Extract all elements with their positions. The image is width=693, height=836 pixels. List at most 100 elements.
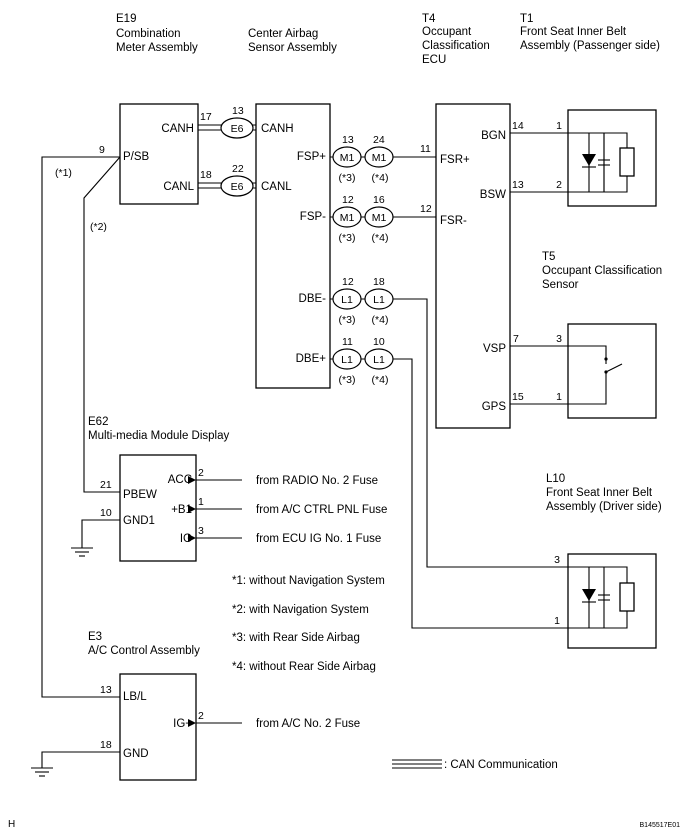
e3-box (119, 673, 197, 781)
connector-m1-fsp-minus-a-label: M1 (340, 212, 355, 224)
connector-m1-fsp-plus-b (364, 146, 394, 168)
e19-pin-psb: P/SB (123, 151, 150, 163)
t5-name-line1: Occupant Classification (542, 265, 662, 277)
connector-e6-canh-label: E6 (231, 123, 244, 135)
pin-m1-fsp-plus-a: 13 (342, 134, 354, 146)
connector-l1-dbe-plus-b-label: L1 (373, 354, 385, 366)
e62-pin-gnd1: GND1 (123, 515, 155, 527)
airbag-pin-fsp-minus: FSP- (300, 211, 326, 223)
t1-code: T1 (520, 13, 533, 25)
mark-m1-fsp-plus-b: (*4) (372, 172, 389, 184)
airbag-name-line2: Sensor Assembly (248, 42, 337, 54)
e19-pin-canh: CANH (161, 123, 194, 135)
t1-name-line1: Front Seat Inner Belt (520, 26, 627, 38)
airbag-pin-canh: CANH (261, 123, 294, 135)
pin-e19-canh: 17 (200, 111, 212, 123)
e19-name-line2: Meter Assembly (116, 42, 198, 54)
pin-t1-b: 2 (556, 179, 562, 191)
e3-pin-lbl: LB/L (123, 691, 147, 703)
source-e3-ig: from A/C No. 2 Fuse (256, 718, 360, 730)
e62-box (119, 454, 197, 562)
mark-variant-1: (*1) (55, 167, 72, 179)
airbag-sensor-box (255, 103, 331, 389)
e19-box (119, 103, 199, 205)
mark-variant-2: (*2) (90, 221, 107, 233)
l10-buckle-circuit-icon (568, 566, 635, 629)
pin-l1-dbe-plus-b: 10 (373, 336, 385, 348)
connector-m1-fsp-minus-b (364, 206, 394, 228)
pin-e6-canl: 22 (232, 163, 244, 175)
connector-l1-dbe-minus-b-label: L1 (373, 294, 385, 306)
pin-m1-fsp-minus-a: 12 (342, 194, 354, 206)
airbag-pin-dbe-plus: DBE+ (296, 353, 327, 365)
e3-pin-gnd: GND (123, 748, 149, 760)
connector-e6-canl-label: E6 (231, 181, 244, 193)
pin-t4-vsp: 7 (513, 333, 519, 345)
note-2: *2: with Navigation System (232, 604, 369, 616)
connector-l1-dbe-minus-a (332, 288, 362, 310)
connector-m1-fsp-plus-b-label: M1 (372, 152, 387, 164)
pin-l10-a: 3 (554, 554, 560, 566)
mark-l1-dbe-minus-b: (*4) (372, 314, 389, 326)
l10-code: L10 (546, 473, 565, 485)
pin-e19-psb: 9 (99, 144, 105, 156)
pin-t5-b: 1 (556, 391, 562, 403)
t4-ecu-box (435, 103, 511, 429)
t4-pin-fsr-plus: FSR+ (440, 154, 470, 166)
t5-name-line2: Sensor (542, 279, 579, 291)
connector-m1-fsp-plus-a (332, 146, 362, 168)
e62-pin-pbew: PBEW (123, 489, 157, 501)
t5-box (567, 323, 657, 419)
e19-code: E19 (116, 13, 136, 25)
source-b1: from A/C CTRL PNL Fuse (256, 504, 387, 516)
connector-e6-canl (220, 175, 254, 197)
e62-name: Multi-media Module Display (88, 430, 229, 442)
wire-e62-gnd1 (81, 519, 120, 548)
connector-l1-dbe-minus-b (364, 288, 394, 310)
pin-e62-pbew: 21 (100, 479, 112, 491)
pin-t4-fsr-minus: 12 (420, 203, 432, 215)
can-legend-label: : CAN Communication (444, 759, 558, 771)
can-legend-symbol (392, 759, 442, 769)
pin-e3-lbl: 13 (100, 684, 112, 696)
note-4: *4: without Rear Side Airbag (232, 661, 376, 673)
e62-code: E62 (88, 416, 108, 428)
pin-e3-gnd: 18 (100, 739, 112, 751)
airbag-pin-canl: CANL (261, 181, 292, 193)
pin-t4-bsw: 13 (512, 179, 524, 191)
pin-l10-b: 1 (554, 615, 560, 627)
source-acc: from RADIO No. 2 Fuse (256, 475, 378, 487)
pin-l1-dbe-plus-a: 11 (342, 336, 353, 348)
mark-l1-dbe-minus-a: (*3) (339, 314, 356, 326)
connector-l1-dbe-plus-a-label: L1 (341, 354, 353, 366)
mark-m1-fsp-plus-a: (*3) (339, 172, 356, 184)
mark-l1-dbe-plus-a: (*3) (339, 374, 356, 386)
e62-ground-icon (71, 547, 93, 557)
t1-name-line2: Assembly (Passenger side) (520, 40, 660, 52)
t5-sensor-switch-icon (568, 345, 623, 405)
e3-pin-ig-plus: IG+ (173, 718, 192, 730)
t4-name-line1: Occupant (422, 26, 472, 38)
mark-m1-fsp-minus-b: (*4) (372, 232, 389, 244)
note-3: *3: with Rear Side Airbag (232, 632, 360, 644)
t4-pin-vsp: VSP (483, 343, 506, 355)
l10-name-line1: Front Seat Inner Belt (546, 487, 653, 499)
connector-m1-fsp-minus-a (332, 206, 362, 228)
connector-l1-dbe-minus-a-label: L1 (341, 294, 353, 306)
t5-code: T5 (542, 251, 555, 263)
mark-l1-dbe-plus-b: (*4) (372, 374, 389, 386)
pin-e19-canl: 18 (200, 169, 212, 181)
e62-pin-b1: +B1 (171, 504, 192, 516)
connector-l1-dbe-plus-a (332, 348, 362, 370)
e19-name-line1: Combination (116, 28, 181, 40)
pin-m1-fsp-plus-b: 24 (373, 134, 385, 146)
t4-name-line2: Classification (422, 40, 490, 52)
e62-pin-ig: IG (180, 533, 192, 545)
footer-left: H (8, 819, 15, 830)
t4-pin-gps: GPS (482, 401, 507, 413)
connector-m1-fsp-minus-b-label: M1 (372, 212, 387, 224)
pin-e3-ig-plus: 2 (198, 710, 204, 722)
airbag-pin-fsp-plus: FSP+ (297, 151, 326, 163)
t4-pin-bgn: BGN (481, 130, 506, 142)
